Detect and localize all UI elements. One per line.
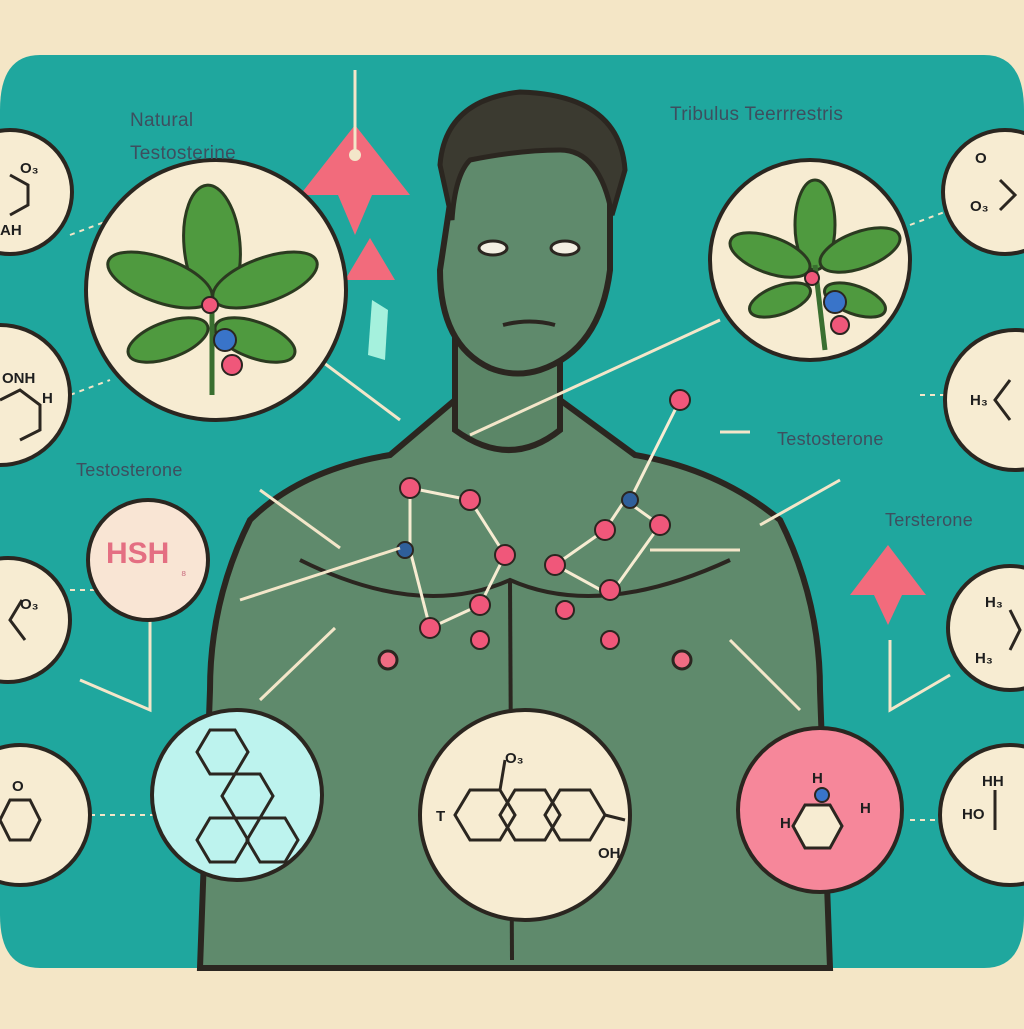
arrow-up-right: [850, 545, 926, 595]
chem-right2: H₃: [970, 392, 988, 409]
mouth: [502, 319, 556, 327]
label-testosterine: Testosterine: [130, 143, 237, 164]
chem-pink-a: H: [812, 770, 823, 787]
chem-center-a: O₃: [505, 750, 524, 767]
label-natural-testosterine: Natural Testosterine: [130, 104, 236, 170]
label-tersterone: Tersterone: [885, 510, 974, 530]
chem-right3-b: H₃: [975, 650, 993, 667]
label-testosterone-left: Testosterone: [76, 460, 183, 480]
hsh-badge-subscript: ₈: [181, 563, 187, 578]
nipple-left: [377, 649, 399, 671]
eye-right: [549, 239, 581, 257]
side-circles-right: [938, 128, 1024, 887]
chem-center-c: T: [436, 808, 446, 825]
arrow-down-right: [874, 595, 902, 625]
hair: [437, 89, 628, 221]
connector-lines: [79, 318, 951, 713]
chem-pink-c: H: [860, 800, 871, 817]
chem-center-b: OH: [598, 845, 621, 862]
chem-left4: O: [12, 778, 24, 795]
label-natural: Natural: [130, 110, 194, 131]
chem-pink-b: H: [780, 815, 791, 832]
chem-right4-b: HO: [962, 806, 985, 823]
arrow-up-mid: [345, 238, 395, 280]
label-tribulus: Tribulus Teerrrestris: [670, 104, 844, 125]
chem-left3: O₃: [20, 596, 39, 613]
side-circles-left: [0, 128, 92, 887]
plant-circle-right: [708, 158, 912, 362]
chest-atoms: [396, 389, 691, 650]
chem-right3-a: H₃: [985, 594, 1003, 611]
human-figure: [196, 89, 834, 971]
chem-right4-a: HH: [982, 773, 1004, 790]
aqua-circle: [150, 708, 324, 882]
chem-left2-a: ONH: [2, 370, 36, 387]
chem-left1-b: AH: [0, 222, 22, 239]
nipple-right: [671, 649, 693, 671]
center-molecule-circle: [418, 708, 632, 922]
eye-left: [477, 239, 509, 257]
label-testosterone-right: Testosterone: [777, 429, 884, 449]
chem-left1-a: O₃: [20, 160, 39, 177]
chem-left2-b: H: [42, 390, 53, 407]
chem-right1-b: O₃: [970, 198, 989, 215]
pink-molecule-circle: [736, 726, 904, 894]
hsh-badge-circle: [86, 498, 210, 622]
plant-circle-left: [84, 158, 348, 422]
side-skeletons: [0, 173, 1022, 842]
chem-right1-a: O: [975, 150, 987, 167]
arrow-down-small: [338, 195, 372, 235]
crystal-shard: [368, 300, 388, 360]
hsh-badge-text: HSH: [106, 537, 170, 570]
